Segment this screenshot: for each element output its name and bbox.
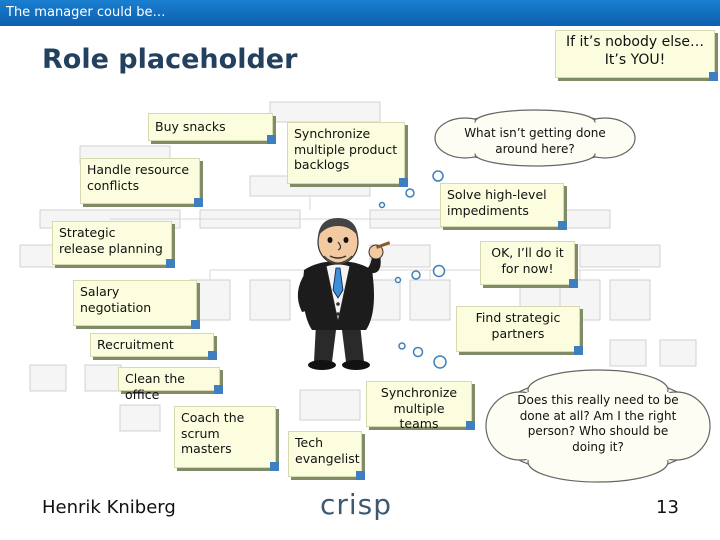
note-handle-conflicts-text: Handle resource conflicts (87, 162, 190, 193)
note-salary-text: Salary negotiation (80, 284, 152, 315)
org-box (579, 244, 661, 268)
manager-cartoon (297, 218, 390, 370)
note-ok-do-it-text: OK, I’ll do it for now! (491, 245, 564, 276)
org-box (609, 339, 647, 367)
note-solve-impediments: Solve high-level impediments (440, 183, 567, 230)
org-box (119, 404, 161, 432)
org-box (409, 279, 451, 321)
note-clean-office: Clean the office (118, 367, 223, 402)
header-text: The manager could be… (6, 5, 166, 20)
note-buy-snacks-text: Buy snacks (155, 119, 226, 134)
note-synchronize-backlogs: Synchronize multiple product backlogs (287, 122, 408, 187)
cloud-really-need-text: Does this really need to be done at all?… (517, 393, 679, 454)
org-box (249, 279, 291, 321)
note-recruitment-text: Recruitment (97, 337, 174, 352)
note-tech-text: Tech evangelist (295, 435, 360, 466)
page-number: 13 (656, 497, 679, 518)
note-find-partners-text: Find strategic partners (475, 310, 561, 341)
note-strategic-release: Strategic release planning (52, 221, 175, 268)
bubble-dot (378, 201, 386, 209)
slide-header-bar: The manager could be… (0, 0, 720, 26)
note-sync-teams: Synchronize multiple teams (366, 381, 475, 431)
thought-cloud-bottom (485, 369, 711, 483)
org-box (199, 209, 301, 229)
slide-title: Role placeholder (42, 44, 298, 75)
org-box (29, 364, 67, 392)
note-coach: Coach the scrum masters (174, 406, 279, 471)
crisp-logo: crisp (320, 488, 393, 521)
bubble-dot (411, 270, 421, 280)
thought-cloud-top (434, 109, 636, 167)
note-nobody-else-text: If it’s nobody else… It’s YOU! (565, 34, 704, 68)
bubble-dot (432, 264, 446, 278)
note-find-partners: Find strategic partners (456, 306, 583, 355)
org-box (84, 364, 122, 392)
cloud-not-done-text: What isn’t getting done around here? (464, 126, 606, 156)
bubble-dot (398, 342, 406, 350)
note-handle-conflicts: Handle resource conflicts (80, 158, 203, 207)
note-sync-teams-text: Synchronize multiple teams (380, 385, 458, 432)
org-box (299, 389, 361, 421)
note-solve-impediments-text: Solve high-level impediments (447, 187, 547, 218)
bubble-dot (394, 276, 402, 284)
org-box (609, 279, 651, 321)
note-recruitment: Recruitment (90, 333, 217, 360)
note-synchronize-backlogs-text: Synchronize multiple product backlogs (294, 126, 398, 173)
bubble-dot (432, 170, 444, 182)
note-clean-office-text: Clean the office (125, 371, 185, 402)
note-nobody-else: If it’s nobody else… It’s YOU! (555, 30, 718, 81)
note-ok-do-it: OK, I’ll do it for now! (480, 241, 578, 288)
bubble-dot (412, 346, 424, 358)
bubble-dot (433, 355, 447, 369)
org-box (659, 339, 697, 367)
note-buy-snacks: Buy snacks (148, 113, 276, 144)
note-tech: Tech evangelist (288, 431, 365, 480)
note-strategic-release-text: Strategic release planning (59, 225, 163, 256)
bubble-dot (405, 188, 415, 198)
author-name: Henrik Kniberg (42, 497, 176, 518)
note-coach-text: Coach the scrum masters (181, 410, 245, 457)
note-salary: Salary negotiation (73, 280, 200, 329)
